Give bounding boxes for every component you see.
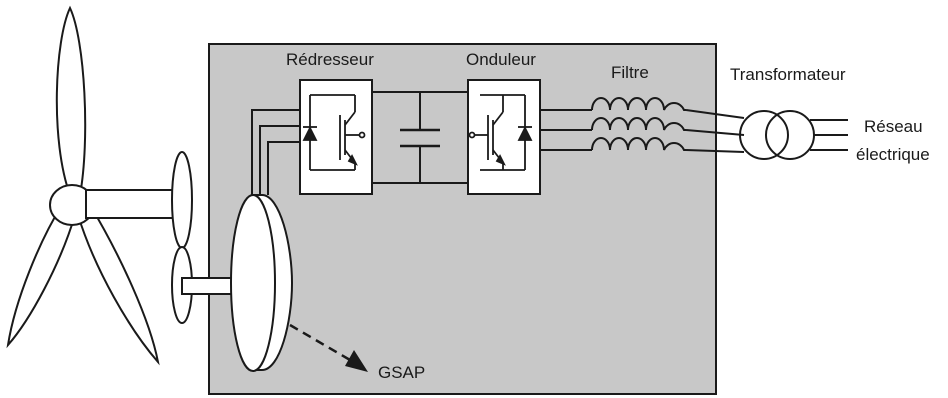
rectifier-label: Rédresseur [286,50,374,69]
dc-link [372,91,468,184]
filter-inductors [591,97,686,151]
inverter-switch-icon [468,94,533,171]
main-shaft [85,189,187,219]
generator-face [230,194,276,372]
gsap-arrowhead [345,350,368,372]
transformer-secondary [765,110,815,160]
generator-to-rectifier-wires [251,109,300,195]
inductor-phase-c [591,137,686,151]
generator-label: GSAP [378,363,425,382]
blade-left [6,203,77,349]
blade-right [76,203,160,366]
inverter-to-grid-wires [540,109,745,153]
inverter-label: Onduleur [466,50,536,69]
rectifier-switch-icon [302,94,366,171]
transformer [739,110,815,160]
grid-label-line1: Réseau [864,117,923,136]
brake-disk [171,151,193,249]
filter-label: Filtre [611,63,649,82]
grid-label-line2: électrique [856,145,930,164]
blade-top [55,5,87,196]
nacelle-housing [208,43,717,395]
turbine-rotor [6,5,160,366]
inductor-phase-a [591,97,686,111]
inverter-block [467,79,541,195]
gearbox-shaft [85,151,243,324]
rectifier-block [299,79,373,195]
grid-wires [810,119,848,151]
generator [230,194,294,372]
transformer-label: Transformateur [730,65,846,84]
transformer-primary [739,110,789,160]
inductor-phase-b [591,117,686,131]
gsap-pointer [289,323,351,362]
